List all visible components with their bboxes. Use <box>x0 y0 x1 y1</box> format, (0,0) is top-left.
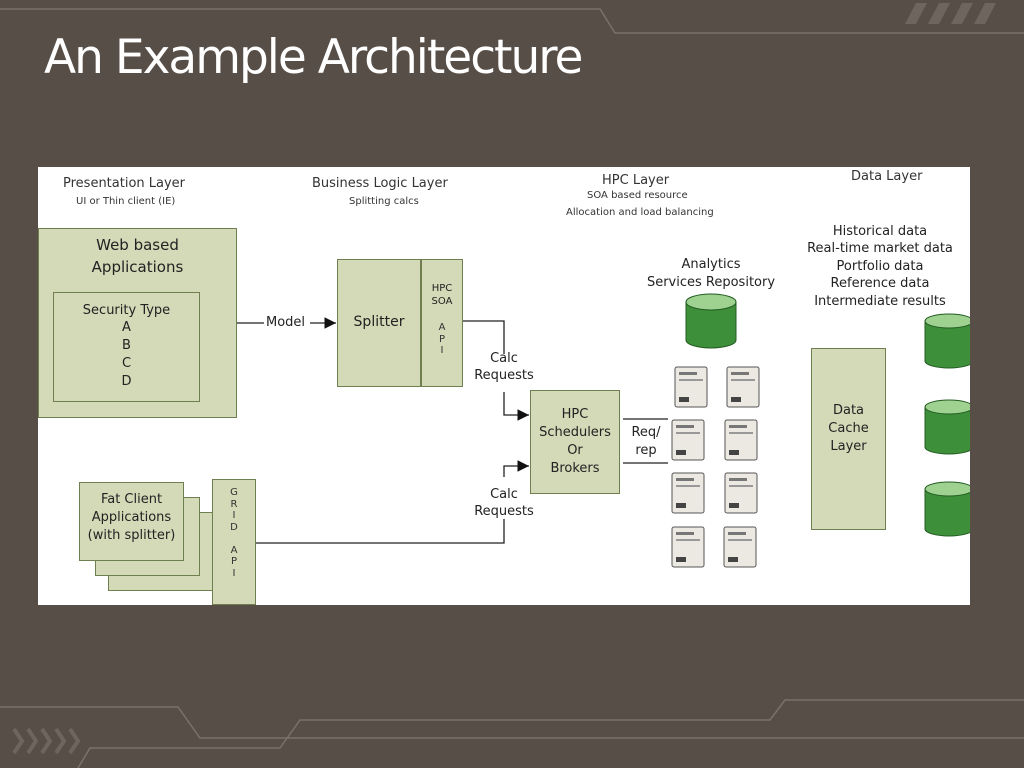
presentation-layer-subtitle: UI or Thin client (IE) <box>76 196 176 207</box>
server-icon <box>674 366 708 408</box>
data-cache-line3: Layer <box>830 439 867 454</box>
security-type-item: B <box>122 338 131 353</box>
hpc-schedulers-line4: Brokers <box>550 461 600 476</box>
data-item: Intermediate results <box>814 294 946 309</box>
hpc-schedulers-box <box>530 390 620 494</box>
server-icon <box>723 526 757 568</box>
server-icon <box>671 472 705 514</box>
security-type-item: D <box>121 374 132 389</box>
server-icon <box>724 472 758 514</box>
reqrep-label-line2: rep <box>635 443 657 458</box>
data-layer-title: Data Layer <box>851 169 923 184</box>
chevron-accent-icon <box>12 727 81 755</box>
hpc-soa-api-letters: A P I <box>438 322 446 356</box>
fat-client-line3: (with splitter) <box>87 528 176 543</box>
presentation-layer-title: Presentation Layer <box>63 176 186 191</box>
fat-client-line1: Fat Client <box>100 492 163 507</box>
calc-requests-top-line1: Calc <box>490 351 518 366</box>
web-apps-title-line2: Applications <box>91 258 184 276</box>
architecture-diagram: Presentation Layer UI or Thin client (IE… <box>38 167 970 605</box>
database-icon <box>924 399 970 455</box>
database-icon <box>924 481 970 537</box>
hpc-soa-label-line1: HPC <box>431 283 453 294</box>
database-icon <box>924 313 970 369</box>
splitter-box <box>337 259 421 387</box>
server-icon <box>724 419 758 461</box>
server-icon <box>671 526 705 568</box>
analytics-database-icon <box>685 293 737 349</box>
data-item: Real-time market data <box>807 241 953 256</box>
data-cache-line1: Data <box>832 403 865 418</box>
web-apps-title-line1: Web based <box>96 236 179 254</box>
security-type-item: A <box>122 320 131 335</box>
calc-requests-top-line2: Requests <box>474 368 534 383</box>
connector-lines <box>236 293 970 568</box>
stripe-accent-icon <box>905 3 996 24</box>
hpc-layer-title: HPC Layer <box>602 173 670 188</box>
server-icon <box>726 366 760 408</box>
splitter-label: Splitter <box>353 314 405 330</box>
grid-api-letters: G R I D A P I <box>230 487 238 579</box>
business-layer-title: Business Logic Layer <box>312 176 448 191</box>
analytics-label-line1: Analytics <box>681 257 741 272</box>
hpc-schedulers-line2: Schedulers <box>539 425 611 440</box>
hpc-layer-subtitle-1: SOA based resource <box>587 190 688 201</box>
hpc-schedulers-line1: HPC <box>561 407 589 422</box>
hpc-layer-subtitle-2: Allocation and load balancing <box>566 207 714 218</box>
security-type-title: Security Type <box>82 303 171 318</box>
calc-requests-bottom-line2: Requests <box>474 504 534 519</box>
reqrep-label-line1: Req/ <box>631 425 661 440</box>
server-icon <box>671 419 705 461</box>
slide-title: An Example Architecture <box>44 30 583 85</box>
security-type-item: C <box>121 356 132 371</box>
data-cache-line2: Cache <box>828 421 869 436</box>
grid-api-box <box>212 479 256 605</box>
calc-requests-bottom-line1: Calc <box>490 487 518 502</box>
data-cache-box <box>811 348 886 530</box>
analytics-label-line2: Services Repository <box>646 275 776 290</box>
fat-client-box <box>79 482 184 561</box>
hpc-soa-api-box <box>421 259 463 387</box>
model-label: Model <box>266 315 306 330</box>
business-layer-subtitle: Splitting calcs <box>349 196 419 207</box>
hpc-schedulers-line3: Or <box>567 443 583 458</box>
security-type-box <box>53 292 200 402</box>
data-item: Portfolio data <box>836 259 924 274</box>
data-item: Reference data <box>830 276 930 291</box>
hpc-soa-label-line2: SOA <box>431 296 453 307</box>
fat-client-line2: Applications <box>91 510 172 525</box>
data-item: Historical data <box>832 224 928 239</box>
